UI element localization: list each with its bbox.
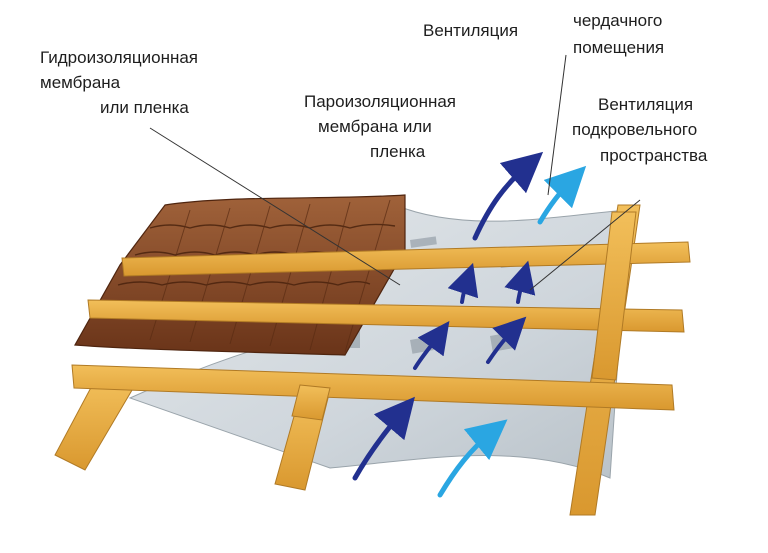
ventilation-arrows [352, 151, 587, 498]
label-hydro-line3: или пленка [100, 98, 189, 117]
arrow-dark-2 [447, 262, 479, 304]
label-hydro-line1: Гидроизоляционная [40, 48, 199, 67]
leader-lines [149, 54, 641, 291]
rafter-fronts [291, 211, 637, 421]
arrow-dark-4 [413, 321, 450, 370]
leader-roof [529, 199, 641, 291]
label-hydro-line2: мембрана [40, 73, 121, 92]
label-attic-line2: помещения [573, 38, 665, 57]
label-roof-line3: пространства [600, 146, 708, 165]
arrow-dark-6 [352, 396, 415, 481]
label-vapor-line1: Пароизоляционная [304, 92, 457, 111]
label-attic-line1: чердачного [573, 11, 663, 30]
label-attic-word: Вентиляция [423, 21, 519, 40]
arrow-dark-3 [504, 260, 536, 304]
label-roof-line2: подкровельного [572, 120, 698, 139]
arrow-dark-5 [486, 316, 527, 364]
leader-attic [547, 54, 567, 196]
battens [71, 241, 691, 411]
arrow-light-2 [437, 419, 508, 498]
label-vapor-line3: пленка [370, 142, 426, 161]
leader-hydro [149, 127, 401, 286]
arrow-dark-1 [472, 151, 544, 241]
label-roof-line1: Вентиляция [598, 95, 694, 114]
batten-bottom [71, 364, 675, 411]
batten-top [121, 241, 691, 277]
batten-middle [87, 299, 685, 333]
label-vapor-line2: мембрана или [318, 117, 432, 136]
rafter-left [54, 379, 136, 471]
arrow-light-1 [537, 165, 587, 225]
